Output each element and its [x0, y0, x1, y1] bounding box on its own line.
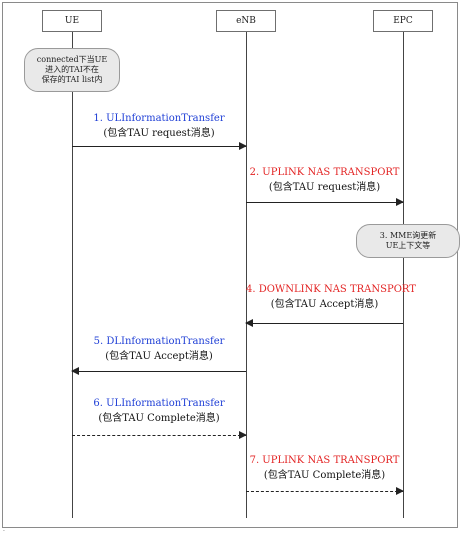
message-2-title: 2. UPLINK NAS TRANSPORT [249, 167, 400, 178]
arrowhead-icon [396, 487, 404, 495]
message-4-title: 4. DOWNLINK NAS TRANSPORT [246, 284, 416, 295]
footer-mark: . [3, 526, 5, 533]
diagram-frame [2, 2, 458, 528]
message-4-label: 4. DOWNLINK NAS TRANSPORT (包含TAU Accept消… [246, 282, 416, 312]
arrowhead-icon [239, 431, 247, 439]
lifeline-enb [246, 32, 247, 518]
message-7-subtitle: (包含TAU Complete消息) [263, 470, 386, 481]
mme-note-line: UE上下文等 [385, 241, 431, 250]
message-7-label: 7. UPLINK NAS TRANSPORT (包含TAU Complete消… [246, 453, 403, 483]
arrowhead-icon [239, 142, 247, 150]
ue-note-line: 进入的TAI不在 [45, 65, 99, 74]
message-7-title: 7. UPLINK NAS TRANSPORT [249, 455, 400, 466]
message-1-subtitle: (包含TAU request消息) [103, 128, 215, 139]
mme-update-note: 3. MME询更新 UE上下文等 [356, 224, 460, 258]
message-5-label: 5. DLInformationTransfer (包含TAU Accept消息… [72, 334, 246, 364]
lifeline-epc [403, 32, 404, 518]
arrowhead-icon [245, 319, 253, 327]
entity-epc: EPC [373, 10, 433, 32]
mme-note-line: 3. MME询更新 [379, 231, 437, 240]
message-4-subtitle: (包含TAU Accept消息) [270, 299, 379, 310]
arrowhead-icon [396, 198, 404, 206]
message-6-subtitle: (包含TAU Complete消息) [98, 413, 220, 424]
ue-condition-note: connected下当UE 进入的TAI不在 保存的TAI list内 [24, 48, 120, 92]
entity-ue: UE [42, 10, 102, 32]
ue-note-line: connected下当UE [36, 55, 108, 64]
message-5-subtitle: (包含TAU Accept消息) [105, 351, 213, 362]
message-6-label: 6. ULInformationTransfer (包含TAU Complete… [72, 396, 246, 426]
entity-enb: eNB [216, 10, 276, 32]
arrowhead-icon [71, 367, 79, 375]
message-2-label: 2. UPLINK NAS TRANSPORT (包含TAU request消息… [246, 165, 403, 195]
message-1-label: 1. ULInformationTransfer (包含TAU request消… [72, 111, 246, 141]
message-2-subtitle: (包含TAU request消息) [268, 182, 381, 193]
message-5-title: 5. DLInformationTransfer [93, 336, 225, 347]
message-1-title: 1. ULInformationTransfer [93, 113, 225, 124]
lifeline-ue [72, 32, 73, 518]
message-6-title: 6. ULInformationTransfer [93, 398, 225, 409]
ue-note-line: 保存的TAI list内 [41, 75, 103, 84]
